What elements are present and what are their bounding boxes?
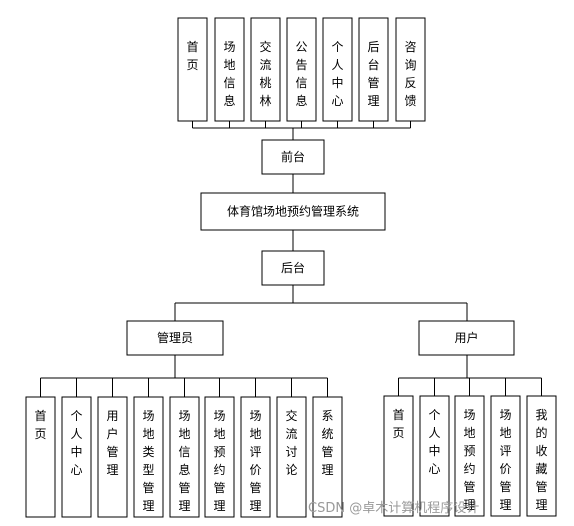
front-module-2: 场地信息 (214, 17, 245, 122)
user-module-1-label: 首页 (392, 408, 404, 440)
admin-module-5-label: 场地信息管理 (178, 409, 190, 513)
admin-module-8-label: 交流讨论 (285, 408, 297, 477)
admin-module-7-box (240, 396, 271, 518)
admin-module-4: 场地类型管理 (133, 396, 164, 518)
user-module-1-box (383, 395, 414, 517)
admin-module-3-box (97, 396, 128, 518)
system-node: 体育馆场地预约管理系统 (200, 192, 386, 231)
admin-module-4-label: 场地类型管理 (142, 409, 154, 513)
admin-module-3-label: 用户管理 (106, 409, 118, 477)
connectors (40, 121, 542, 397)
admin-module-4-box (133, 396, 164, 518)
front-module-5-box (322, 17, 353, 122)
admin-module-2: 个人中心 (61, 396, 92, 518)
system-node-box (200, 192, 386, 231)
admin-module-9: 系统管理 (312, 396, 343, 518)
admin-node-box (126, 320, 224, 356)
front-module-5: 个人中心 (322, 17, 353, 122)
admin-module-7-label: 场地评价管理 (249, 409, 261, 513)
back-node: 后台 (261, 250, 325, 286)
admin-module-1-label: 首页 (34, 409, 46, 441)
front-module-1: 首页 (177, 17, 208, 122)
front-module-7-label: 咨询反馈 (404, 39, 416, 108)
admin-module-6-box (204, 396, 235, 518)
user-module-2-label: 个人中心 (428, 408, 440, 476)
admin-module-5: 场地信息管理 (169, 396, 200, 518)
front-node-label: 前台 (281, 149, 305, 164)
front-module-5-label: 个人中心 (331, 40, 343, 108)
admin-module-6-label: 场地预约管理 (213, 409, 225, 513)
admin-module-1-box (25, 396, 56, 518)
front-module-2-box (214, 17, 245, 122)
admin-module-2-box (61, 396, 92, 518)
front-module-4-box (286, 17, 317, 122)
user-node-label: 用户 (454, 330, 478, 345)
user-module-4-label: 场地评价管理 (499, 408, 511, 512)
admin-module-7: 场地评价管理 (240, 396, 271, 518)
front-module-7: 咨询反馈 (395, 17, 426, 122)
user-module-4: 场地评价管理 (490, 395, 521, 517)
back-node-label: 后台 (281, 260, 305, 275)
front-node-box (261, 139, 325, 175)
watermark: CSDN @卓木计算机程序设计 (308, 501, 479, 516)
front-module-3: 交流桃林 (250, 17, 281, 122)
admin-module-5-box (169, 396, 200, 518)
user-module-5: 我的收藏管理 (526, 395, 557, 517)
front-module-7-box (395, 17, 426, 122)
front-module-2-label: 场地信息 (223, 40, 235, 108)
user-module-4-box (490, 395, 521, 517)
user-module-2-box (419, 395, 450, 517)
admin-module-9-box (312, 396, 343, 518)
user-module-5-label: 我的收藏管理 (535, 408, 547, 512)
user-module-3-box (454, 395, 485, 517)
user-node: 用户 (418, 320, 515, 356)
admin-module-8: 交流讨论 (276, 396, 307, 518)
user-module-1: 首页 (383, 395, 414, 517)
admin-node-label: 管理员 (157, 330, 193, 345)
front-node: 前台 (261, 139, 325, 175)
user-node-box (418, 320, 515, 356)
front-module-6-label: 后台管理 (367, 40, 379, 108)
front-module-1-label: 首页 (186, 40, 198, 72)
admin-module-3: 用户管理 (97, 396, 128, 518)
admin-module-2-label: 个人中心 (70, 409, 82, 477)
admin-module-6: 场地预约管理 (204, 396, 235, 518)
system-node-label: 体育馆场地预约管理系统 (227, 204, 359, 219)
front-module-4: 公告信息 (286, 17, 317, 122)
front-module-1-box (177, 17, 208, 122)
admin-module-1: 首页 (25, 396, 56, 518)
admin-module-9-label: 系统管理 (321, 409, 333, 477)
front-module-3-box (250, 17, 281, 122)
user-module-3-label: 场地预约管理 (463, 408, 475, 512)
front-module-6-box (358, 17, 389, 122)
user-module-5-box (526, 395, 557, 517)
front-module-6: 后台管理 (358, 17, 389, 122)
front-module-4-label: 公告信息 (295, 40, 307, 108)
admin-node: 管理员 (126, 320, 224, 356)
back-node-box (261, 250, 325, 286)
user-module-3: 场地预约管理 (454, 395, 485, 517)
user-module-2: 个人中心 (419, 395, 450, 517)
nodes: 首页场地信息交流桃林公告信息个人中心后台管理咨询反馈前台体育馆场地预约管理系统后… (25, 17, 557, 518)
front-module-3-label: 交流桃林 (259, 39, 271, 108)
admin-module-8-box (276, 396, 307, 518)
